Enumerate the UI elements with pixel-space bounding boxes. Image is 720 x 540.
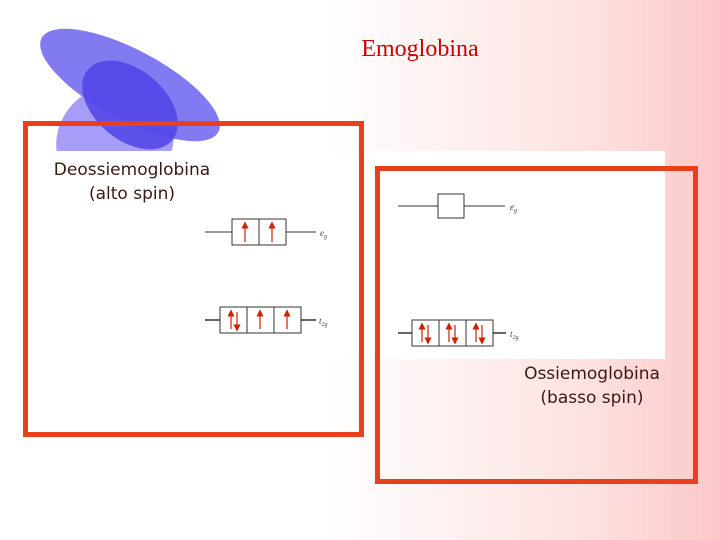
high-eg-label: eg (320, 228, 327, 240)
high-spin-label: Deossiemoglobina (alto spin) (40, 158, 224, 206)
low-spin-t2g-level: t2g (398, 319, 519, 347)
low-t2g-label: t2g (510, 329, 519, 341)
high-spin-state: (alto spin) (88, 184, 176, 204)
high-t2g-label: t2g (319, 316, 328, 328)
diagram-panel (37, 151, 665, 359)
low-spin-frame (375, 166, 698, 484)
low-spin-eg-level: eg (398, 193, 517, 219)
high-spin-frame (23, 121, 364, 437)
high-spin-eg-level: eg (205, 218, 327, 246)
slide-title: Emoglobina (361, 36, 479, 62)
high-spin-t2g-level: t2g (205, 306, 328, 334)
low-spin-label: Ossiemoglobina (basso spin) (512, 362, 672, 410)
low-spin-name: Ossiemoglobina (524, 364, 660, 384)
low-spin-state: (basso spin) (540, 388, 644, 408)
low-eg-label: eg (510, 202, 517, 214)
high-spin-name: Deossiemoglobina (53, 160, 211, 180)
